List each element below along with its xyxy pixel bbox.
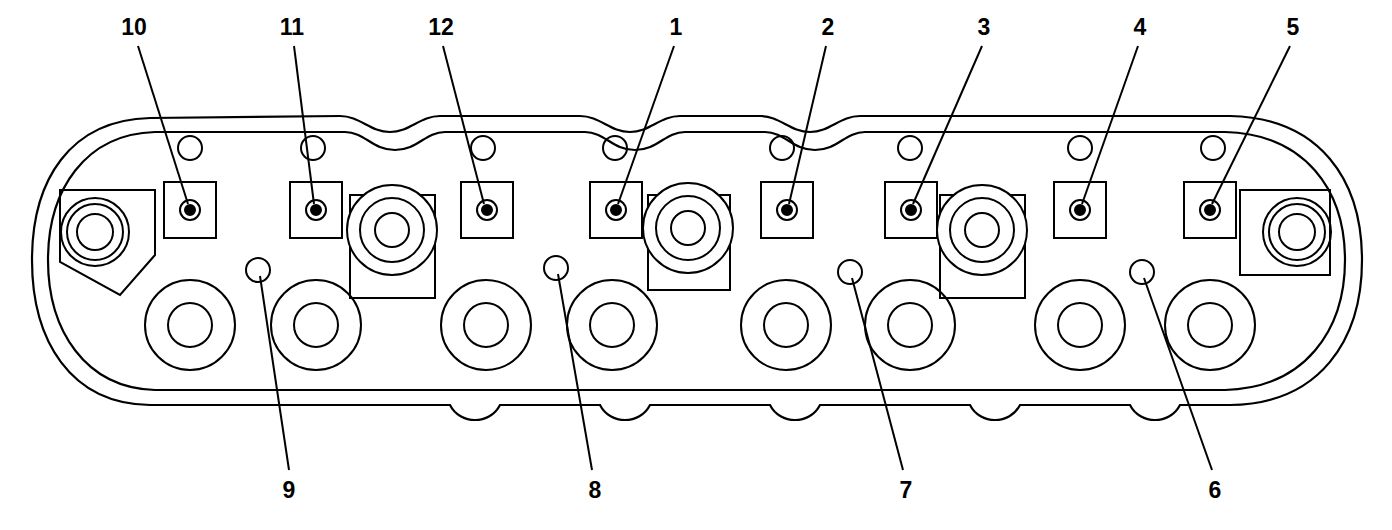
end-plugs bbox=[60, 190, 1331, 295]
spark-plug-bosses bbox=[347, 183, 1027, 298]
lower-bolts bbox=[246, 256, 1154, 284]
callout-number: 2 bbox=[821, 16, 836, 39]
callout-number: 11 bbox=[279, 16, 305, 39]
callout-number: 1 bbox=[669, 16, 684, 39]
callout-number: 10 bbox=[120, 16, 148, 39]
callout-number: 12 bbox=[427, 16, 455, 39]
callout-number: 9 bbox=[282, 479, 297, 502]
head-outline bbox=[32, 116, 1362, 420]
callout-number: 5 bbox=[1286, 16, 1301, 39]
callout-number: 6 bbox=[1208, 479, 1223, 502]
callout-number: 3 bbox=[977, 16, 992, 39]
callout-number: 7 bbox=[899, 479, 914, 502]
dowel-holes bbox=[178, 136, 1225, 160]
lower-bosses bbox=[145, 280, 1255, 370]
gasket-outline bbox=[48, 132, 1345, 390]
leader-lines bbox=[138, 46, 1290, 470]
callout-number: 8 bbox=[588, 479, 603, 502]
callout-number: 4 bbox=[1133, 16, 1148, 39]
